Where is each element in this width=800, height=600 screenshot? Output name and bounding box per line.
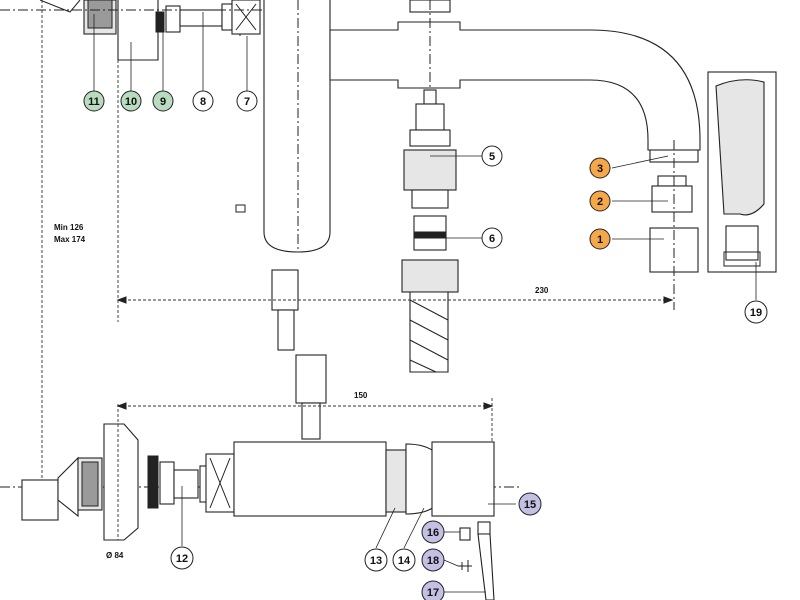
svg-text:16: 16 [427, 527, 439, 539]
middle-connectors [271, 269, 327, 440]
svg-text:9: 9 [160, 96, 166, 108]
svg-text:10: 10 [125, 96, 137, 108]
cartridge-stack [401, 89, 459, 373]
callout-9: 9 [152, 90, 174, 112]
callout-6: 6 [481, 227, 503, 249]
callout-8: 8 [192, 90, 214, 112]
dimension-min-max: Min 126 Max 174 [41, 0, 86, 486]
callout-18: 18 [421, 548, 445, 572]
max-label: Max 174 [54, 235, 86, 244]
spout [329, 0, 701, 151]
callout-2: 2 [589, 190, 611, 212]
svg-text:6: 6 [489, 233, 495, 245]
dimension-230: 230 [116, 60, 674, 322]
leader-lines [93, 12, 757, 593]
callout-19: 19 [744, 300, 768, 324]
svg-text:14: 14 [398, 555, 411, 567]
aerator-parts [649, 140, 699, 310]
dimension-150: 150 Ø 84 [106, 391, 494, 560]
dimension-230-label: 230 [535, 286, 549, 295]
callout-11: 11 [83, 90, 105, 112]
callout-3: 3 [589, 157, 611, 179]
svg-text:1: 1 [597, 234, 603, 246]
svg-text:12: 12 [176, 553, 188, 565]
lower-assembly [0, 423, 520, 541]
callouts: 11 10 9 8 7 5 6 3 [83, 90, 768, 600]
upper-pipe-body [235, 0, 331, 253]
callout-15: 15 [518, 492, 542, 516]
callout-14: 14 [392, 548, 416, 572]
svg-text:5: 5 [489, 151, 495, 163]
part-19-box [707, 71, 777, 273]
svg-text:19: 19 [750, 307, 762, 319]
callout-13: 13 [364, 548, 388, 572]
svg-text:8: 8 [200, 96, 206, 108]
svg-text:11: 11 [88, 96, 100, 108]
callout-10: 10 [120, 90, 142, 112]
min-label: Min 126 [54, 223, 84, 232]
svg-text:17: 17 [427, 587, 439, 599]
svg-text:15: 15 [524, 499, 536, 511]
callout-17: 17 [421, 580, 445, 600]
callout-1: 1 [589, 228, 611, 250]
callout-12: 12 [170, 546, 194, 570]
svg-text:3: 3 [597, 163, 603, 175]
callout-16: 16 [421, 520, 445, 544]
small-parts-15-18 [458, 521, 495, 600]
diameter-label: Ø 84 [106, 551, 124, 560]
dimension-150-label: 150 [354, 391, 368, 400]
svg-text:13: 13 [370, 555, 382, 567]
top-left-assembly [0, 0, 300, 61]
callout-5: 5 [481, 145, 503, 167]
callout-7: 7 [236, 90, 258, 112]
svg-text:2: 2 [597, 196, 603, 208]
svg-text:7: 7 [244, 96, 250, 108]
svg-text:18: 18 [427, 555, 439, 567]
